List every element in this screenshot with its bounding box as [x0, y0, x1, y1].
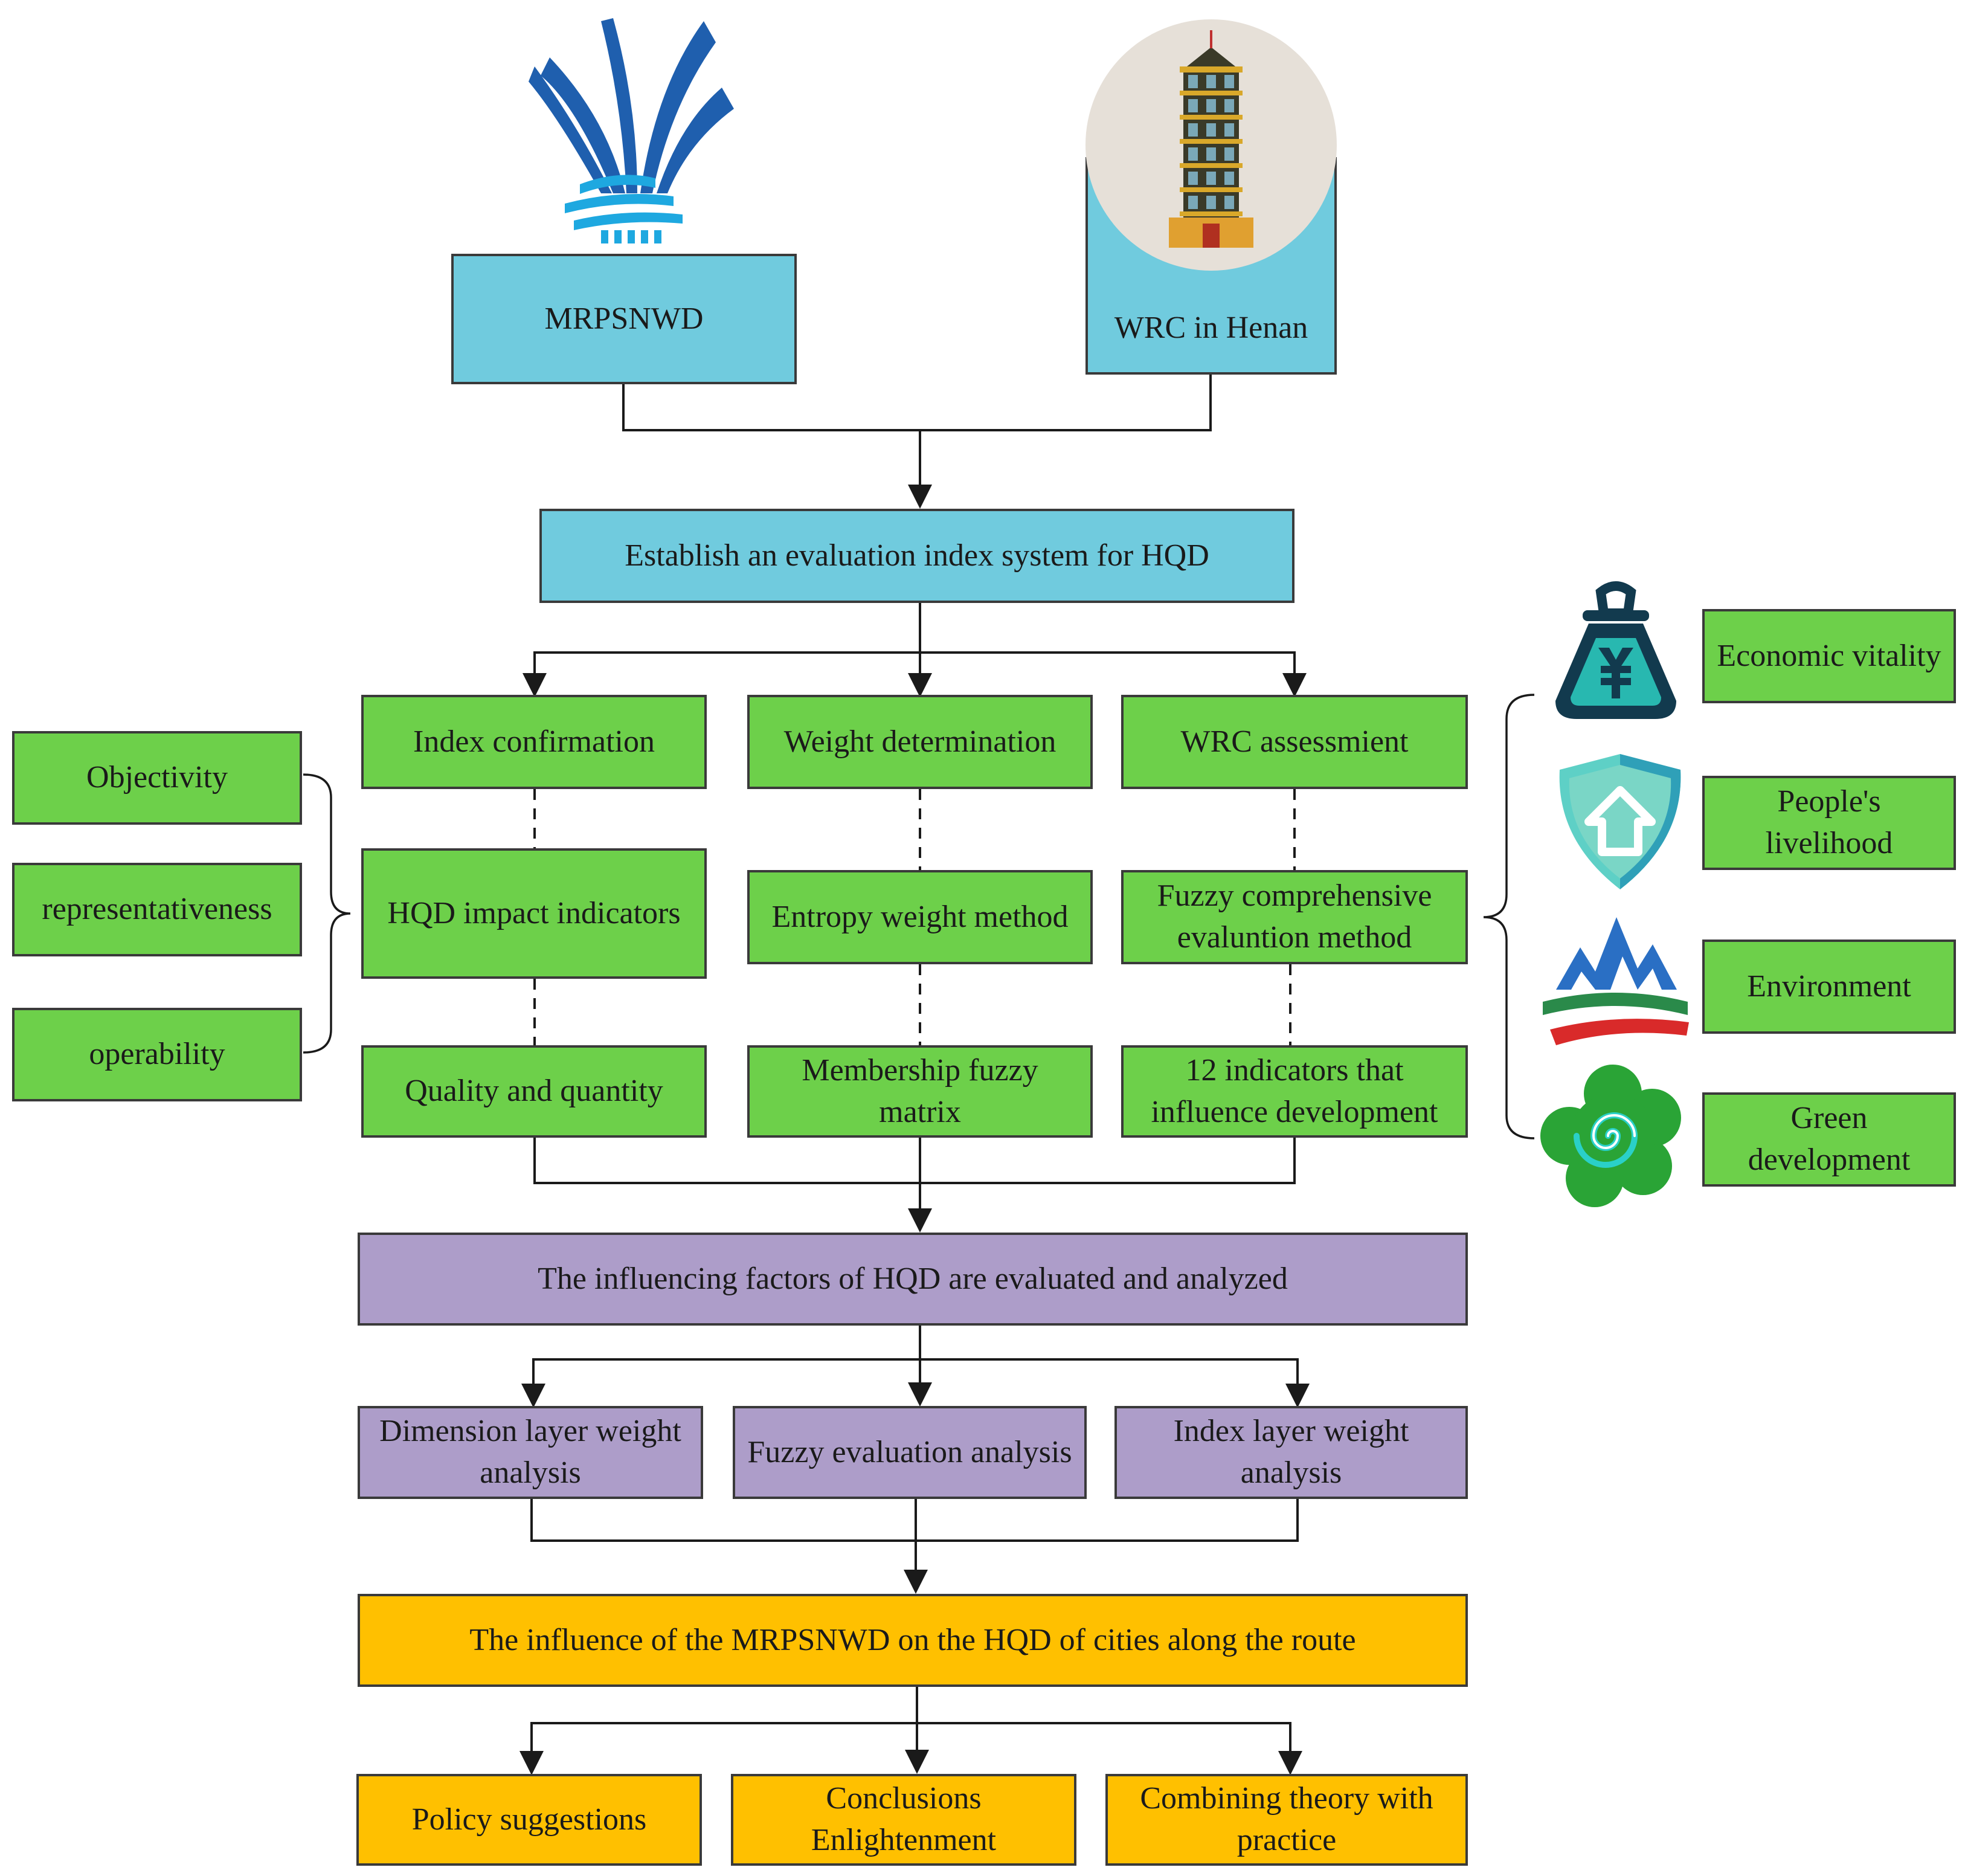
establish-label: Establish an evaluation index system for… [625, 538, 1209, 573]
wrc-henan-label: WRC in Henan [1114, 311, 1308, 346]
fuzzy-comprehensive-method-box: Fuzzy comprehensive evaluntion method [1121, 870, 1468, 964]
fuzzy-evaluation-analysis-box: Fuzzy evaluation analysis [733, 1406, 1087, 1499]
evaluate-factors-box: The influencing factors of HQD are evalu… [358, 1233, 1468, 1326]
twelve-indicators-label: 12 indicators that influence development [1151, 1052, 1438, 1129]
policy-suggestions-label: Policy suggestions [411, 1802, 647, 1837]
green-development-label: Green development [1748, 1101, 1911, 1177]
evaluate-factors-label: The influencing factors of HQD are evalu… [538, 1261, 1288, 1296]
peoples-livelihood-label: People's livelihood [1765, 784, 1893, 860]
fuzzy-evaluation-analysis-label: Fuzzy evaluation analysis [747, 1434, 1072, 1469]
criteria-objectivity-label: Objectivity [86, 760, 228, 795]
hqd-impact-indicators-label: HQD impact indicators [387, 895, 681, 930]
dimension-layer-analysis-label: Dimension layer weight analysis [379, 1414, 681, 1490]
influence-box: The influence of the MRPSNWD on the HQD … [358, 1594, 1468, 1687]
quality-quantity-label: Quality and quantity [405, 1074, 663, 1109]
conclusions-enlightenment-label: Conclusions Enlightenment [811, 1781, 997, 1857]
establish-index-system-box: Establish an evaluation index system for… [539, 509, 1294, 603]
criteria-representativeness-box: representativeness [12, 863, 302, 956]
house-shield-icon [1548, 749, 1693, 894]
mountain-waves-icon [1538, 911, 1693, 1056]
mrpsnwd-label: MRPSNWD [544, 301, 704, 336]
weight-determination-box: Weight determination [747, 695, 1093, 789]
erqi-tower-icon [1084, 18, 1338, 272]
fuzzy-comprehensive-method-label: Fuzzy comprehensive evaluntion method [1157, 878, 1432, 955]
index-layer-analysis-label: Index layer weight analysis [1173, 1414, 1409, 1490]
criteria-operability-box: operability [12, 1008, 302, 1101]
quality-quantity-box: Quality and quantity [361, 1045, 707, 1138]
index-confirmation-label: Index confirmation [413, 724, 655, 759]
dimension-layer-analysis-box: Dimension layer weight analysis [358, 1406, 703, 1499]
wrc-assessment-label: WRC assessmient [1180, 724, 1409, 759]
economic-vitality-box: Economic vitality [1702, 609, 1956, 703]
south-north-water-logo-icon [516, 15, 740, 245]
criteria-objectivity-box: Objectivity [12, 731, 302, 825]
entropy-weight-method-box: Entropy weight method [747, 870, 1093, 964]
green-spiral-flower-icon [1540, 1063, 1685, 1208]
policy-suggestions-box: Policy suggestions [356, 1774, 702, 1866]
weight-determination-label: Weight determination [783, 724, 1056, 759]
theory-practice-label: Combining theory with practice [1140, 1781, 1433, 1857]
money-bag-yen-icon [1546, 580, 1685, 725]
index-layer-analysis-box: Index layer weight analysis [1114, 1406, 1468, 1499]
green-development-box: Green development [1702, 1092, 1956, 1187]
mrpsnwd-box: MRPSNWD [451, 254, 797, 384]
criteria-representativeness-label: representativeness [42, 892, 272, 927]
economic-vitality-label: Economic vitality [1717, 638, 1941, 673]
conclusions-enlightenment-box: Conclusions Enlightenment [731, 1774, 1076, 1866]
wrc-assessment-box: WRC assessmient [1121, 695, 1468, 789]
criteria-operability-label: operability [89, 1037, 225, 1072]
membership-fuzzy-matrix-box: Membership fuzzy matrix [747, 1045, 1093, 1138]
environment-label: Environment [1747, 969, 1911, 1004]
influence-label: The influence of the MRPSNWD on the HQD … [469, 1622, 1356, 1657]
twelve-indicators-box: 12 indicators that influence development [1121, 1045, 1468, 1138]
hqd-impact-indicators-box: HQD impact indicators [361, 848, 707, 979]
entropy-weight-method-label: Entropy weight method [771, 899, 1069, 934]
membership-fuzzy-matrix-label: Membership fuzzy matrix [802, 1052, 1038, 1129]
theory-practice-box: Combining theory with practice [1105, 1774, 1468, 1866]
index-confirmation-box: Index confirmation [361, 695, 707, 789]
environment-box: Environment [1702, 940, 1956, 1034]
peoples-livelihood-box: People's livelihood [1702, 776, 1956, 870]
